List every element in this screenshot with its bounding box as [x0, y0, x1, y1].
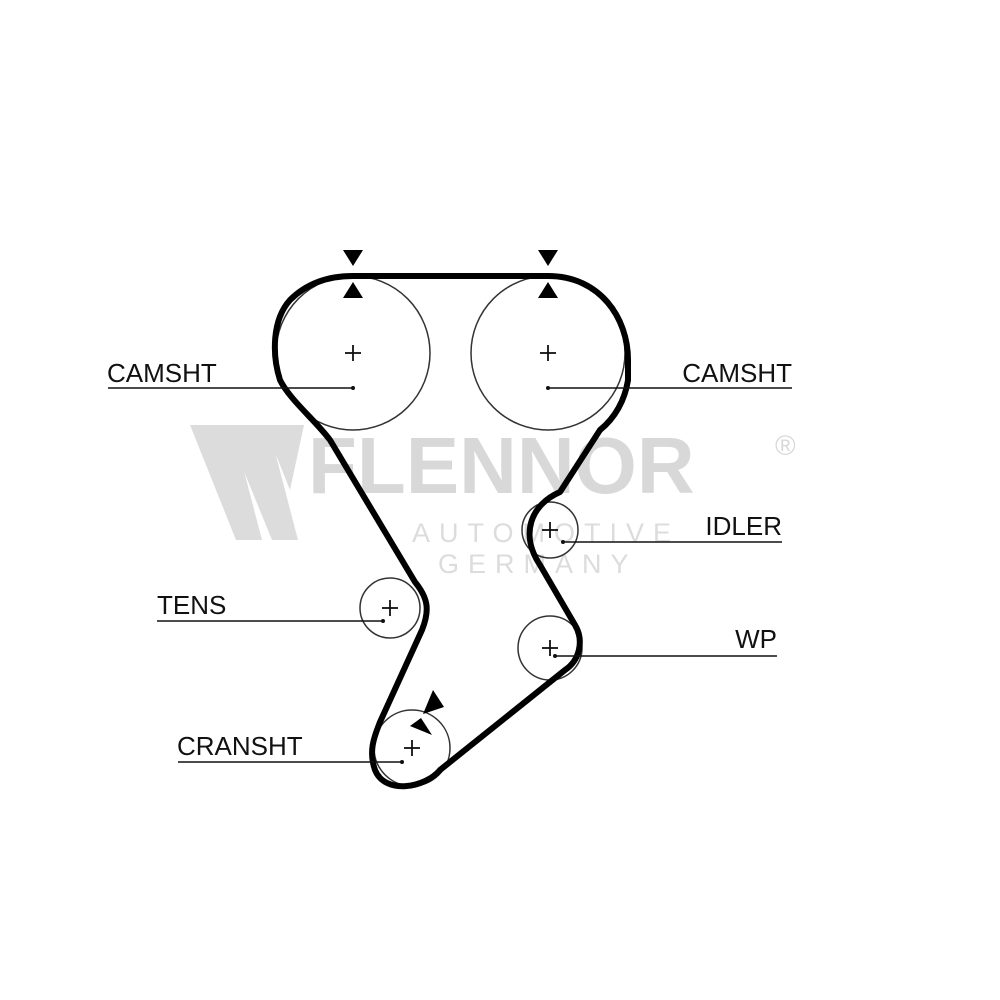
idler-pulley: [521, 501, 579, 559]
plus-center-icon: [542, 522, 558, 538]
label-crankshaft: CRANSHT: [177, 731, 303, 761]
label-idler: IDLER: [705, 511, 782, 541]
label-camshaft-left: CAMSHT: [107, 358, 217, 388]
plus-center-icon: [542, 640, 558, 656]
watermark-line1: AUTOMOTIVE: [412, 518, 680, 548]
watermark-registered: ®: [775, 430, 796, 461]
triangle-timing-mark-icon: [410, 690, 444, 735]
label-camshaft-right: CAMSHT: [682, 358, 792, 388]
watermark-brand: FLENNOR: [308, 421, 695, 510]
triangle-timing-mark-icon: [538, 250, 558, 298]
plus-center-icon: [540, 345, 556, 361]
label-water-pump: WP: [735, 624, 777, 654]
label-tensioner: TENS: [157, 590, 226, 620]
timing-belt: [271, 273, 631, 790]
plus-center-icon: [404, 740, 420, 756]
tensioner-pulley: [359, 577, 421, 639]
plus-center-icon: [345, 345, 361, 361]
brand-watermark: FLENNOR ® AUTOMOTIVE GERMANY: [190, 421, 796, 579]
triangle-timing-mark-icon: [343, 250, 363, 298]
flennor-w-logo-icon: [190, 425, 304, 540]
plus-center-icon: [382, 600, 398, 616]
